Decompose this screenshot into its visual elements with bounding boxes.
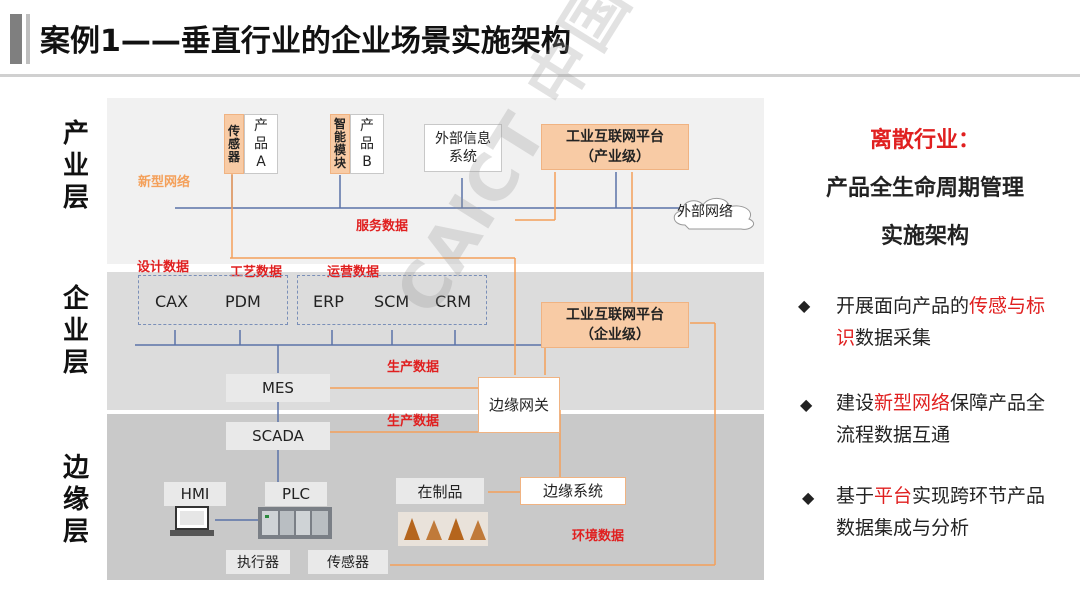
wip-products-icon [398,512,488,546]
sensor-box: 传感器 [308,550,388,574]
design-data-label: 设计数据 [137,260,190,275]
operation-data-label: 运营数据 [327,265,380,280]
edge-system-box: 边缘系统 [520,477,626,505]
scm-label: SCM [374,292,410,311]
title-accent-secondary [26,14,30,64]
sensor-tag-a: 传感器 [224,114,244,174]
platform-industry-level: 工业互联网平台（产业级） [541,124,689,170]
edge-gateway-box: 边缘网关 [478,377,560,433]
env-data-label: 环境数据 [572,529,625,544]
hmi-computer-icon [170,506,214,536]
mes-box: MES [226,374,330,402]
layer-label-industry: 产业层 [62,119,89,213]
hmi-box: HMI [164,482,226,506]
product-a-box: 产品A [244,114,278,174]
production-data-label-2: 生产数据 [387,414,440,429]
new-network-label: 新型网络 [138,175,191,190]
external-network-label: 外部网络 [677,204,733,220]
plc-box: PLC [265,482,327,506]
cax-pdm-group [138,275,288,325]
cax-label: CAX [155,292,189,311]
right-subheading-2: 实施架构 [880,224,969,249]
pdm-label: PDM [225,292,261,311]
platform-enterprise-level: 工业互联网平台（企业级） [541,302,689,348]
bullet-item-2: 建设新型网络保障产品全流程数据互通 [836,392,1046,446]
layer-label-edge: 边缘层 [62,453,89,547]
title-accent [10,14,22,64]
production-data-label-1: 生产数据 [387,360,440,375]
layer-label-enterprise: 企业层 [62,284,89,378]
crm-label: CRM [435,292,472,311]
plc-device-icon [258,507,332,539]
erp-label: ERP [313,292,344,311]
cloud-icon [673,198,754,230]
bullet-item-3: 基于平台实现跨环节产品数据集成与分析 [836,485,1046,539]
right-heading: 离散行业： [869,128,980,153]
smart-module-tag: 智能模块 [330,114,350,174]
wip-box: 在制品 [396,478,484,504]
title-divider [0,74,1080,77]
bullet-diamond-icon: ◆ [802,488,815,507]
process-data-label: 工艺数据 [230,265,283,280]
actuator-box: 执行器 [226,550,290,574]
product-b-box: 产品B [350,114,384,174]
page-title: 案例1——垂直行业的企业场景实施架构 [40,24,571,59]
bullet-diamond-icon: ◆ [800,395,813,414]
bullet-item-1: 开展面向产品的传感与标识数据采集 [836,295,1046,349]
bullet-diamond-icon: ◆ [798,296,811,315]
external-info-system: 外部信息系统 [424,124,502,172]
right-subheading-1: 产品全生命周期管理 [825,176,1024,201]
service-data-label: 服务数据 [356,219,409,234]
erp-scm-crm-group [297,275,487,325]
scada-box: SCADA [226,422,330,450]
